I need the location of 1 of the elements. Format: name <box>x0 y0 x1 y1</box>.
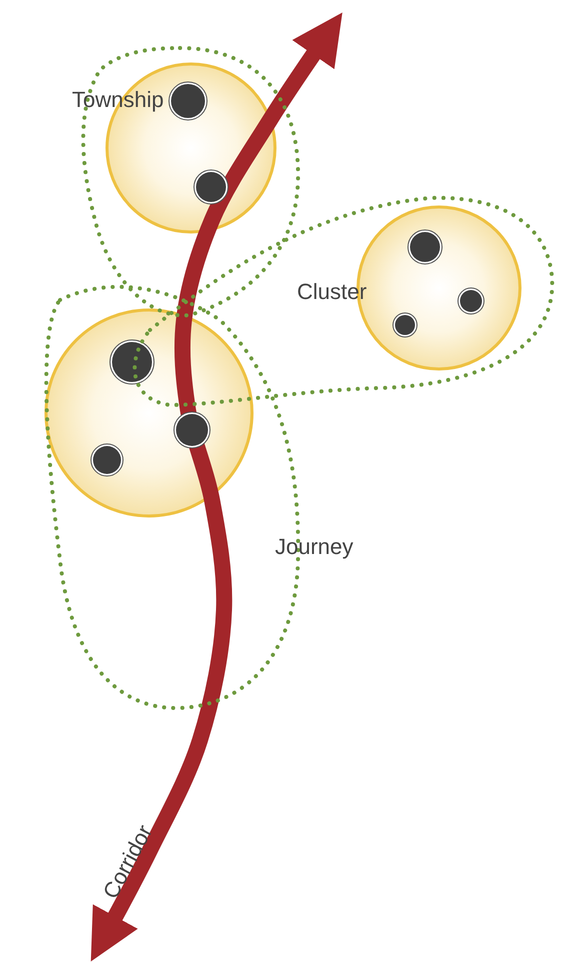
region-label: Journey <box>275 536 354 558</box>
